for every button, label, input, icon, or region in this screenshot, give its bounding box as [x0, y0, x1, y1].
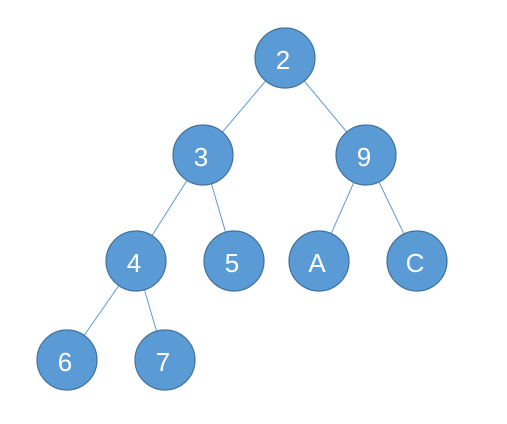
- edge-n2-n3: [221, 80, 267, 133]
- tree-node-6: 6: [36, 329, 98, 391]
- node-label: C: [406, 248, 425, 278]
- node-label: 2: [276, 45, 290, 75]
- tree-node-7: 7: [134, 329, 196, 391]
- tree-node-2: 2: [254, 27, 316, 89]
- node-circle: [105, 230, 167, 292]
- node-label: 3: [194, 142, 208, 172]
- node-label: A: [308, 248, 326, 278]
- node-label: 5: [225, 248, 239, 278]
- edge-n9-nC: [378, 181, 405, 235]
- tree-node-A: A: [288, 230, 350, 292]
- edge-n9-nA: [330, 182, 355, 234]
- node-circle: [203, 230, 265, 292]
- node-circle: [172, 124, 234, 186]
- edge-n3-n4: [151, 180, 188, 236]
- edge-n4-n6: [83, 285, 120, 336]
- nodes-layer: 2 3 9 4 5 A C 6 7: [36, 27, 448, 391]
- node-circle: [36, 329, 98, 391]
- node-label: 6: [58, 347, 72, 377]
- node-circle: [386, 230, 448, 292]
- node-circle: [254, 27, 316, 89]
- node-circle: [335, 124, 397, 186]
- tree-node-9: 9: [335, 124, 397, 186]
- tree-node-5: 5: [203, 230, 265, 292]
- tree-node-3: 3: [172, 124, 234, 186]
- node-circle: [288, 230, 350, 292]
- node-label: 4: [127, 248, 141, 278]
- tree-node-C: C: [386, 230, 448, 292]
- node-circle: [134, 329, 196, 391]
- edge-n4-n7: [143, 289, 158, 332]
- tree-node-4: 4: [105, 230, 167, 292]
- node-label: 9: [357, 142, 371, 172]
- edge-n3-n5: [210, 183, 227, 233]
- edges-layer: [83, 80, 405, 336]
- node-label: 7: [156, 347, 170, 377]
- edge-n2-n9: [303, 80, 348, 133]
